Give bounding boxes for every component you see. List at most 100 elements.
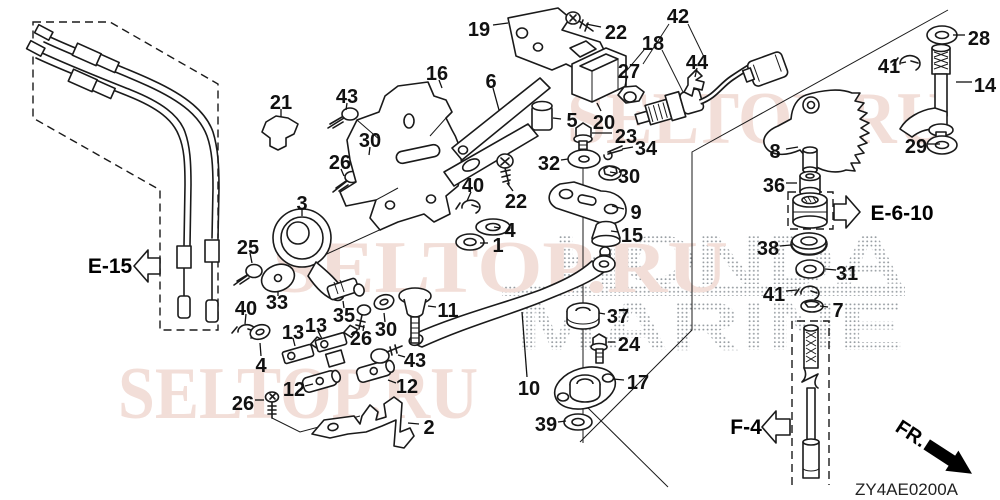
callout-21[interactable]: 21 (270, 92, 292, 114)
leader-line-5 (552, 117, 562, 120)
callout-3[interactable]: 3 (296, 193, 307, 215)
part-26-bolt-lower (355, 304, 372, 330)
callout-19[interactable]: 19 (468, 19, 490, 41)
callout-12[interactable]: 12 (396, 376, 418, 398)
leader-line-37 (598, 312, 606, 315)
front-label: FR. (891, 416, 930, 452)
part-24-bolt (590, 333, 608, 364)
callout-1[interactable]: 1 (492, 235, 503, 257)
dashed-regions (32, 21, 834, 485)
part-33-washer (260, 263, 296, 293)
leader-line-35 (342, 300, 345, 309)
callout-31[interactable]: 31 (836, 263, 858, 285)
callout-41[interactable]: 41 (878, 56, 900, 78)
part-29-washer (926, 135, 958, 155)
callout-20[interactable]: 20 (593, 112, 615, 134)
callout-34[interactable]: 34 (635, 138, 658, 160)
callout-12[interactable]: 12 (283, 379, 305, 401)
leader-line-39 (557, 420, 567, 423)
part-21-clip (261, 115, 299, 151)
halftone-watermark: HONDA MARINE (502, 221, 905, 365)
leader-line-34 (621, 146, 634, 150)
part-37-grommet (566, 302, 600, 330)
callout-39[interactable]: 39 (535, 414, 557, 436)
callout-30[interactable]: 30 (618, 166, 640, 188)
callout-35[interactable]: 35 (333, 305, 355, 327)
callout-26[interactable]: 26 (350, 328, 372, 350)
shaft-ref-box (791, 320, 830, 485)
callout-36[interactable]: 36 (763, 175, 785, 197)
callout-29[interactable]: 29 (905, 136, 927, 158)
callout-11[interactable]: 11 (437, 300, 458, 322)
callout-25[interactable]: 25 (237, 237, 259, 259)
ref-f4[interactable]: F-4 (730, 410, 791, 444)
callout-27[interactable]: 27 (618, 61, 640, 83)
part-36-bushing (799, 170, 821, 198)
part-17-plate (553, 366, 617, 410)
diagram-part-code: ZY4AE0200A (855, 480, 959, 499)
callout-24[interactable]: 24 (618, 334, 641, 356)
ref-f4-label[interactable]: F-4 (730, 416, 762, 439)
callout-22[interactable]: 22 (505, 191, 527, 213)
callout-14[interactable]: 14 (974, 75, 997, 97)
leader-line-13 (292, 337, 296, 347)
callout-41[interactable]: 41 (763, 284, 785, 306)
leader-line-41 (900, 61, 907, 64)
callout-18[interactable]: 18 (642, 33, 664, 55)
callout-33[interactable]: 33 (266, 292, 288, 314)
callout-42[interactable]: 42 (667, 6, 689, 28)
callout-28[interactable]: 28 (968, 28, 990, 50)
part-14-shaft-lever (899, 43, 954, 141)
part-7-clip (800, 299, 824, 313)
leader-line-4 (493, 226, 501, 229)
cable-end-fittings-top (25, 23, 54, 57)
callout-15[interactable]: 15 (621, 225, 643, 247)
front-direction-marker: FR. (891, 416, 972, 474)
callout-43[interactable]: 43 (336, 86, 358, 108)
leader-line-43 (345, 102, 348, 111)
callout-40[interactable]: 40 (462, 175, 484, 197)
leader-line-27 (624, 76, 628, 87)
callout-26[interactable]: 26 (329, 152, 351, 174)
callout-40[interactable]: 40 (235, 298, 257, 320)
callout-26[interactable]: 26 (232, 393, 254, 415)
leader-line-12 (387, 379, 397, 384)
ref-e15[interactable]: E-15 (88, 249, 161, 283)
callout-30[interactable]: 30 (359, 130, 381, 152)
part-2-bracket (311, 396, 415, 449)
bearing-ref-box (787, 191, 834, 230)
leader-line-8 (785, 146, 799, 150)
callout-23[interactable]: 23 (615, 126, 637, 148)
callout-16[interactable]: 16 (426, 63, 448, 85)
callout-38[interactable]: 38 (757, 238, 779, 260)
ref-e610[interactable]: E-6-10 (833, 195, 934, 229)
callout-30[interactable]: 30 (375, 319, 397, 341)
part-20-box-bracket (571, 47, 627, 103)
callout-13[interactable]: 13 (305, 315, 327, 337)
halftone-strip (502, 285, 905, 296)
callout-17[interactable]: 17 (627, 372, 649, 394)
callout-37[interactable]: 37 (607, 306, 629, 328)
callout-2[interactable]: 2 (423, 417, 434, 439)
leader-line-10 (521, 311, 528, 378)
part-44-clip (683, 69, 705, 97)
callout-4[interactable]: 4 (255, 355, 267, 377)
callout-5[interactable]: 5 (566, 110, 577, 132)
callout-22[interactable]: 22 (605, 22, 627, 44)
callout-7[interactable]: 7 (832, 300, 843, 322)
leader-line-7 (819, 305, 829, 308)
callout-8[interactable]: 8 (769, 141, 780, 163)
callout-32[interactable]: 32 (538, 153, 560, 175)
callout-6[interactable]: 6 (485, 71, 496, 93)
ref-e610-label[interactable]: E-6-10 (870, 202, 933, 225)
callout-4[interactable]: 4 (504, 220, 516, 242)
callout-9[interactable]: 9 (630, 202, 641, 224)
callout-43[interactable]: 43 (404, 350, 426, 372)
callout-44[interactable]: 44 (686, 52, 709, 74)
ref-e15-label[interactable]: E-15 (88, 255, 133, 278)
callout-10[interactable]: 10 (518, 378, 540, 400)
part-22-screw-center (496, 153, 514, 185)
cable-adjusters (67, 42, 120, 100)
callout-13[interactable]: 13 (282, 322, 304, 344)
